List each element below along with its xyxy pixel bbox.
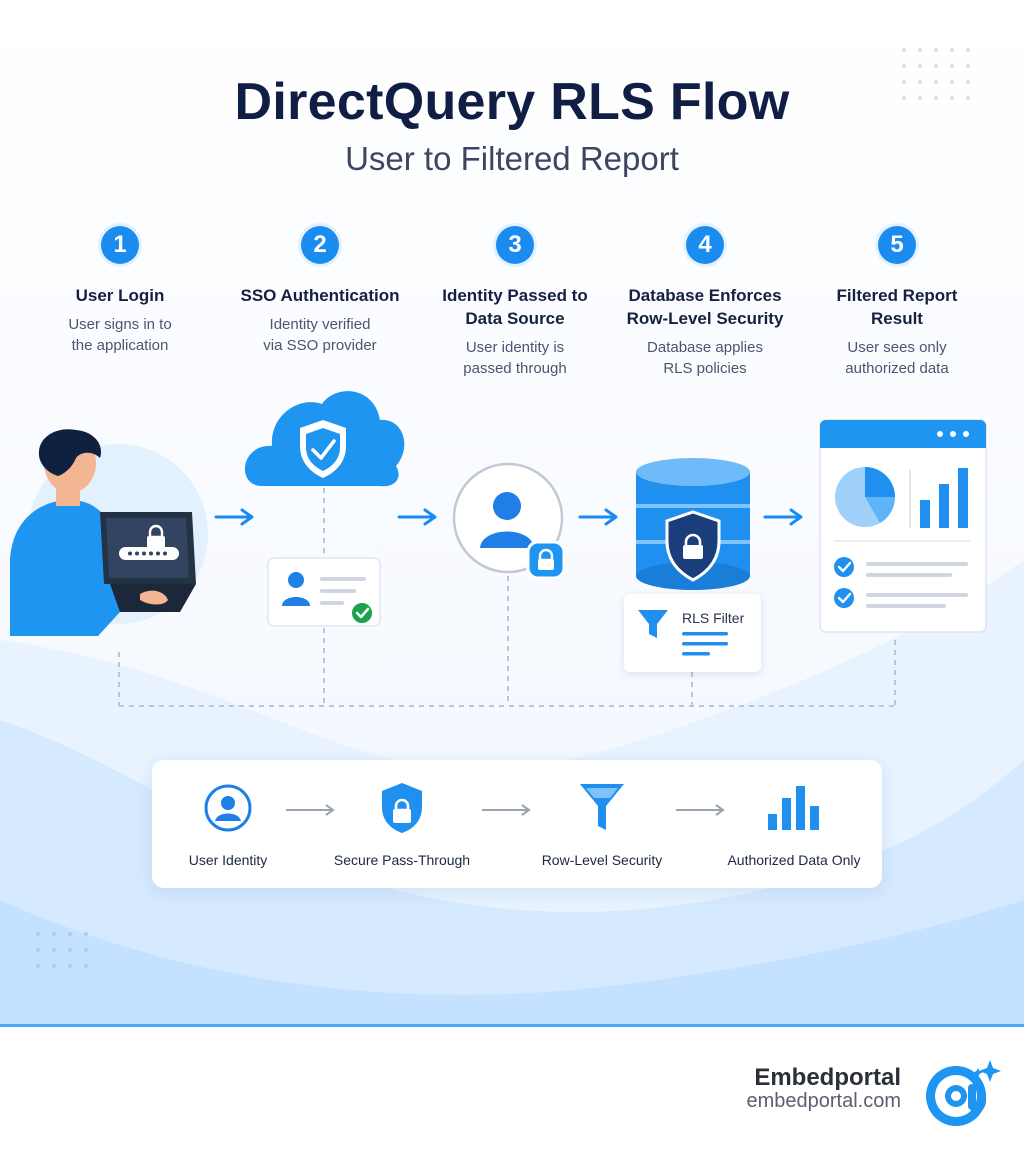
step-description: User identity is passed through <box>463 339 567 377</box>
cloud-shield-icon <box>244 391 405 487</box>
summary-item-row-level-security: Row-Level Security <box>512 780 692 868</box>
arrow-right-icon <box>676 804 725 816</box>
step-number-badge: 3 <box>496 226 534 264</box>
step-title: SSO Authentication <box>240 286 400 305</box>
diagram-title: DirectQuery RLS Flow <box>234 73 790 131</box>
flow-illustration <box>10 391 987 707</box>
bar-chart-icon <box>704 780 884 836</box>
summary-item-authorized-data-only: Authorized Data Only <box>704 780 884 868</box>
identity-passthrough-icon <box>452 462 566 580</box>
step-title: Identity Passed to Data Source <box>442 286 588 328</box>
step-title: Filtered Report Result <box>836 286 958 328</box>
step-description: User signs in to the application <box>68 316 172 354</box>
step-number-badge: 2 <box>301 226 339 264</box>
report-window-icon <box>819 419 987 633</box>
step-description: User sees only authorized data <box>845 339 949 377</box>
footer-divider <box>0 1024 1024 1027</box>
identity-card-icon <box>267 557 381 627</box>
step-number-badge: 4 <box>686 226 724 264</box>
summary-label: Row-Level Security <box>541 852 663 868</box>
step-title: Database Enforces Row-Level Security <box>626 286 784 328</box>
step-title: User Login <box>75 286 165 305</box>
arrow-right-icon <box>482 804 531 816</box>
step-number-badge: 1 <box>101 226 139 264</box>
shield-lock-icon <box>312 780 492 836</box>
brand-url[interactable]: embedportal.com <box>746 1090 901 1112</box>
funnel-icon <box>638 610 728 656</box>
rls-filter-card: RLS Filter <box>624 594 761 672</box>
step-2: 2 SSO Authentication Identity verified v… <box>225 226 415 356</box>
diagram-canvas: DirectQuery RLS Flow User to Filtered Re… <box>0 0 1024 1026</box>
step-1: 1 User Login User signs in to the applic… <box>25 226 215 356</box>
arrow-right-icon <box>286 804 335 816</box>
summary-label: Secure Pass-Through <box>333 852 471 868</box>
funnel-icon <box>512 780 692 836</box>
brand-logo-icon <box>926 1060 1001 1126</box>
summary-item-secure-pass-through: Secure Pass-Through <box>312 780 492 868</box>
flow-arrows <box>214 508 803 526</box>
step-4: 4 Database Enforces Row-Level Security D… <box>600 226 810 379</box>
summary-panel: User Identity Secure Pass-Through <box>152 760 882 888</box>
brand-name: Embedportal <box>754 1064 901 1091</box>
step-5: 5 Filtered Report Result User sees only … <box>802 226 992 379</box>
summary-item-user-identity: User Identity <box>138 780 318 868</box>
step-3: 3 Identity Passed to Data Source User id… <box>420 226 610 379</box>
user-circle-icon <box>138 780 318 836</box>
user-laptop-illustration <box>10 429 208 636</box>
step-description: Database applies RLS policies <box>647 339 763 377</box>
step-description: Identity verified via SSO provider <box>263 316 377 354</box>
rls-filter-label: RLS Filter <box>682 610 745 626</box>
step-number-badge: 5 <box>878 226 916 264</box>
summary-label: User Identity <box>188 852 268 868</box>
summary-label: Authorized Data Only <box>727 852 861 868</box>
dashed-connector-lines <box>118 488 896 707</box>
database-shield-icon <box>636 458 750 590</box>
diagram-subtitle: User to Filtered Report <box>345 140 679 177</box>
